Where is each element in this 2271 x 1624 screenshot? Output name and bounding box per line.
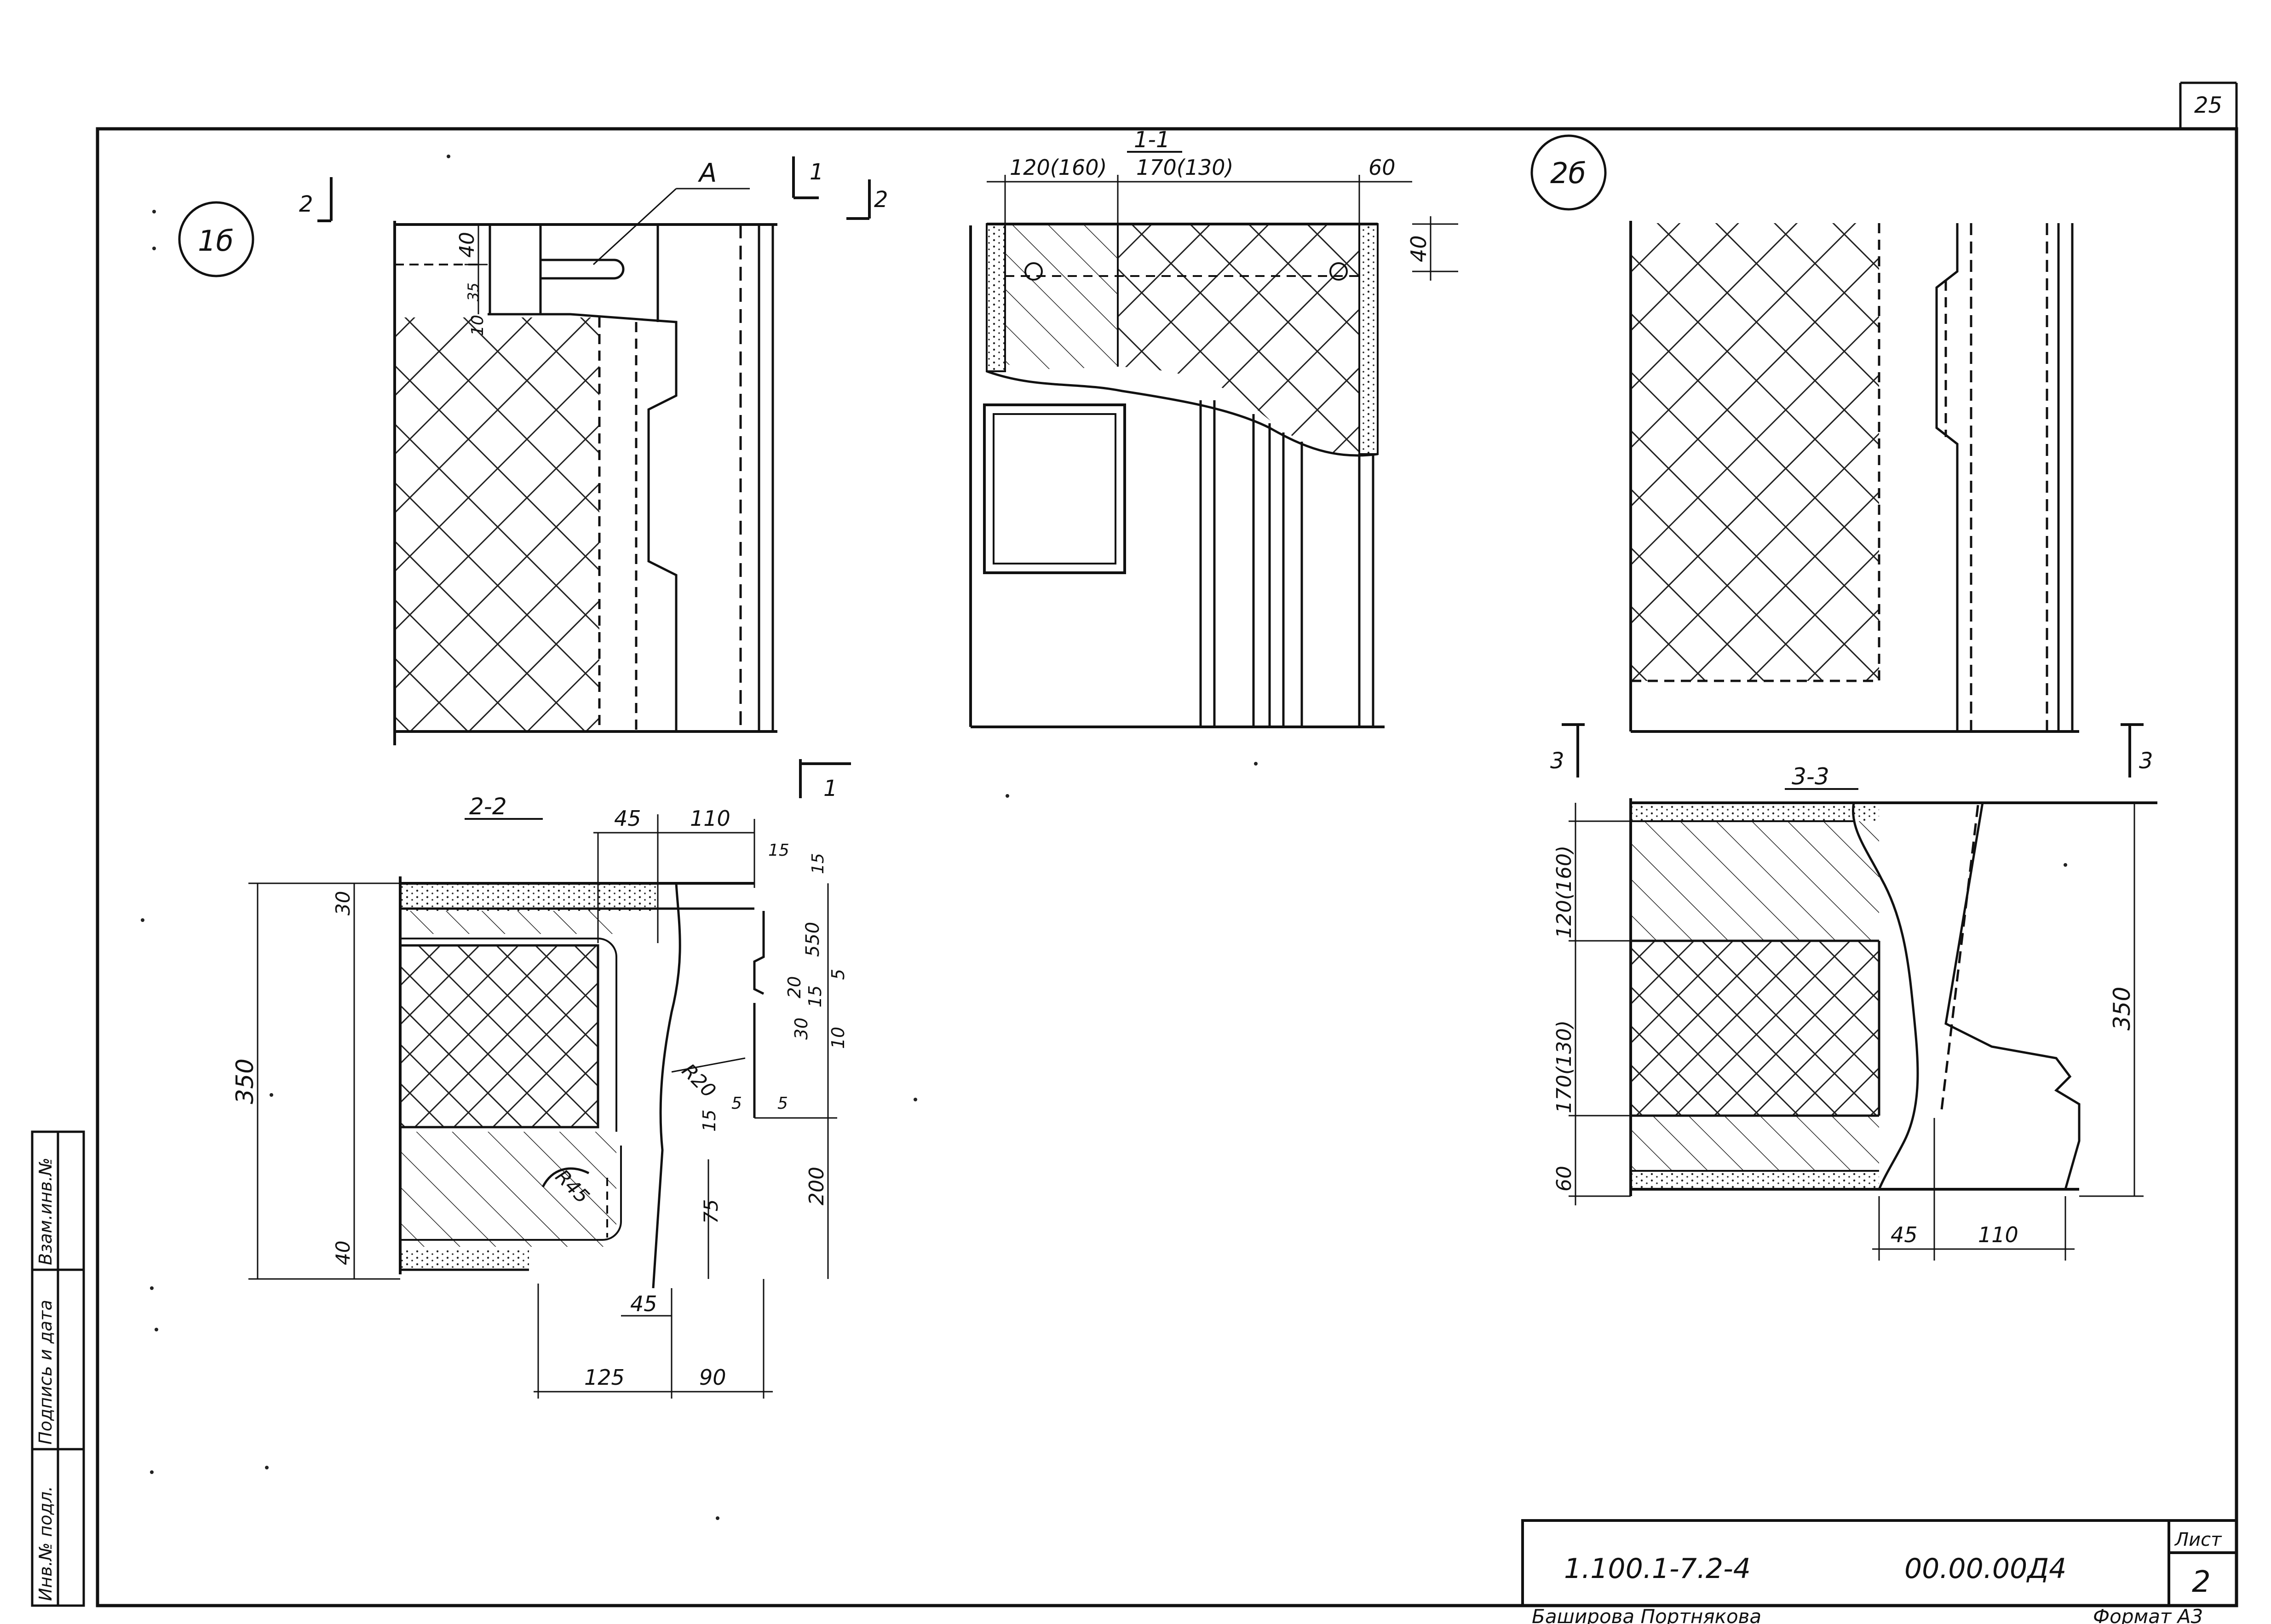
cut-mark-3-left: 3 <box>1550 748 1564 774</box>
dim-1b-35: 35 <box>465 282 482 301</box>
dim-2-2-200: 200 <box>805 1167 828 1205</box>
footer-right: Формат А3 <box>2093 1605 2203 1624</box>
list-number: 2 <box>2192 1565 2211 1599</box>
dim-2-2-350: 350 <box>231 1059 259 1104</box>
list-label: Лист <box>2174 1529 2222 1550</box>
dim-3-3-45: 45 <box>1891 1222 1918 1247</box>
view-3-3 <box>1569 788 2157 1261</box>
scan-specks <box>141 155 2067 1520</box>
title-block <box>1521 1519 2238 1607</box>
dim-2-2-15-low: 15 <box>699 1110 719 1132</box>
dim-2-2-90: 90 <box>699 1365 726 1390</box>
dim-2-2-15a: 15 <box>768 841 789 860</box>
dim-2-2-45-top: 45 <box>614 806 641 831</box>
cut-mark-1-top: 1 <box>810 159 824 185</box>
sheet-frame <box>96 81 2238 1607</box>
dim-2-2-550: 550 <box>802 922 823 957</box>
dim-3-3-60: 60 <box>1552 1166 1576 1192</box>
dim-2-2-15-side: 15 <box>805 985 825 1008</box>
marker-2b: 2б <box>1550 156 1586 190</box>
page-number: 25 <box>2194 92 2222 118</box>
dim-1b-40: 40 <box>455 232 479 258</box>
marker-1b: 1б <box>198 224 234 258</box>
view-title-3-3: 3-3 <box>1792 763 1829 790</box>
dim-2-2-75: 75 <box>700 1199 722 1224</box>
dim-2-2-110: 110 <box>690 806 730 831</box>
callout-a: А <box>698 158 717 188</box>
dim-2-2-r20: R20 <box>678 1059 720 1102</box>
cut-mark-2-right: 2 <box>874 187 888 213</box>
dim-2-2-30: 30 <box>332 891 354 916</box>
cut-mark-3-right: 3 <box>2139 748 2153 774</box>
dim-2-2-5b: 5 <box>777 1094 788 1113</box>
doc-code-right: 00.00.00Д4 <box>1904 1553 2066 1585</box>
cut-mark-1-bottom: 1 <box>823 776 838 801</box>
view-1b <box>178 156 871 798</box>
dim-1-1-120-160: 120(160) <box>1010 155 1107 180</box>
stamp-sign-label: Подпись и дата <box>35 1300 56 1445</box>
dim-2-2-5: 5 <box>828 969 848 980</box>
dim-2-2-10: 10 <box>828 1027 848 1049</box>
view-2b <box>1530 134 2144 777</box>
stamp-inv-label: Инв.№ подл. <box>35 1486 56 1601</box>
dim-2-2-20: 20 <box>784 976 805 998</box>
view-title-2-2: 2-2 <box>469 793 507 820</box>
dim-1b-10: 10 <box>468 315 487 336</box>
doc-code-left: 1.100.1-7.2-4 <box>1564 1553 1751 1585</box>
view-2-2 <box>248 814 837 1399</box>
dim-1-1-40: 40 <box>1406 235 1431 262</box>
dim-2-2-125: 125 <box>584 1365 625 1390</box>
cut-mark-2-left: 2 <box>299 191 313 217</box>
dim-1-1-170-130: 170(130) <box>1136 155 1234 180</box>
stamp-vzam-label: Взам.инв.№ <box>35 1158 56 1265</box>
dim-2-2-40: 40 <box>332 1241 354 1265</box>
view-1-1 <box>969 151 1458 728</box>
dim-1-1-60: 60 <box>1368 155 1396 180</box>
dim-3-3-110: 110 <box>1978 1222 2018 1247</box>
dim-2-2-5a: 5 <box>731 1094 742 1113</box>
dim-3-3-350: 350 <box>2109 987 2135 1031</box>
view-title-1-1: 1-1 <box>1134 127 1170 153</box>
dim-3-3-170-130: 170(130) <box>1552 1020 1576 1113</box>
dim-2-2-45-bottom: 45 <box>630 1291 657 1316</box>
footer-left: Баширова Портнякова <box>1532 1605 1761 1624</box>
side-stamp <box>31 1130 85 1607</box>
dim-2-2-15b: 15 <box>809 853 828 874</box>
dim-3-3-120-160: 120(160) <box>1552 846 1576 939</box>
dim-2-2-30-mid: 30 <box>791 1018 811 1040</box>
